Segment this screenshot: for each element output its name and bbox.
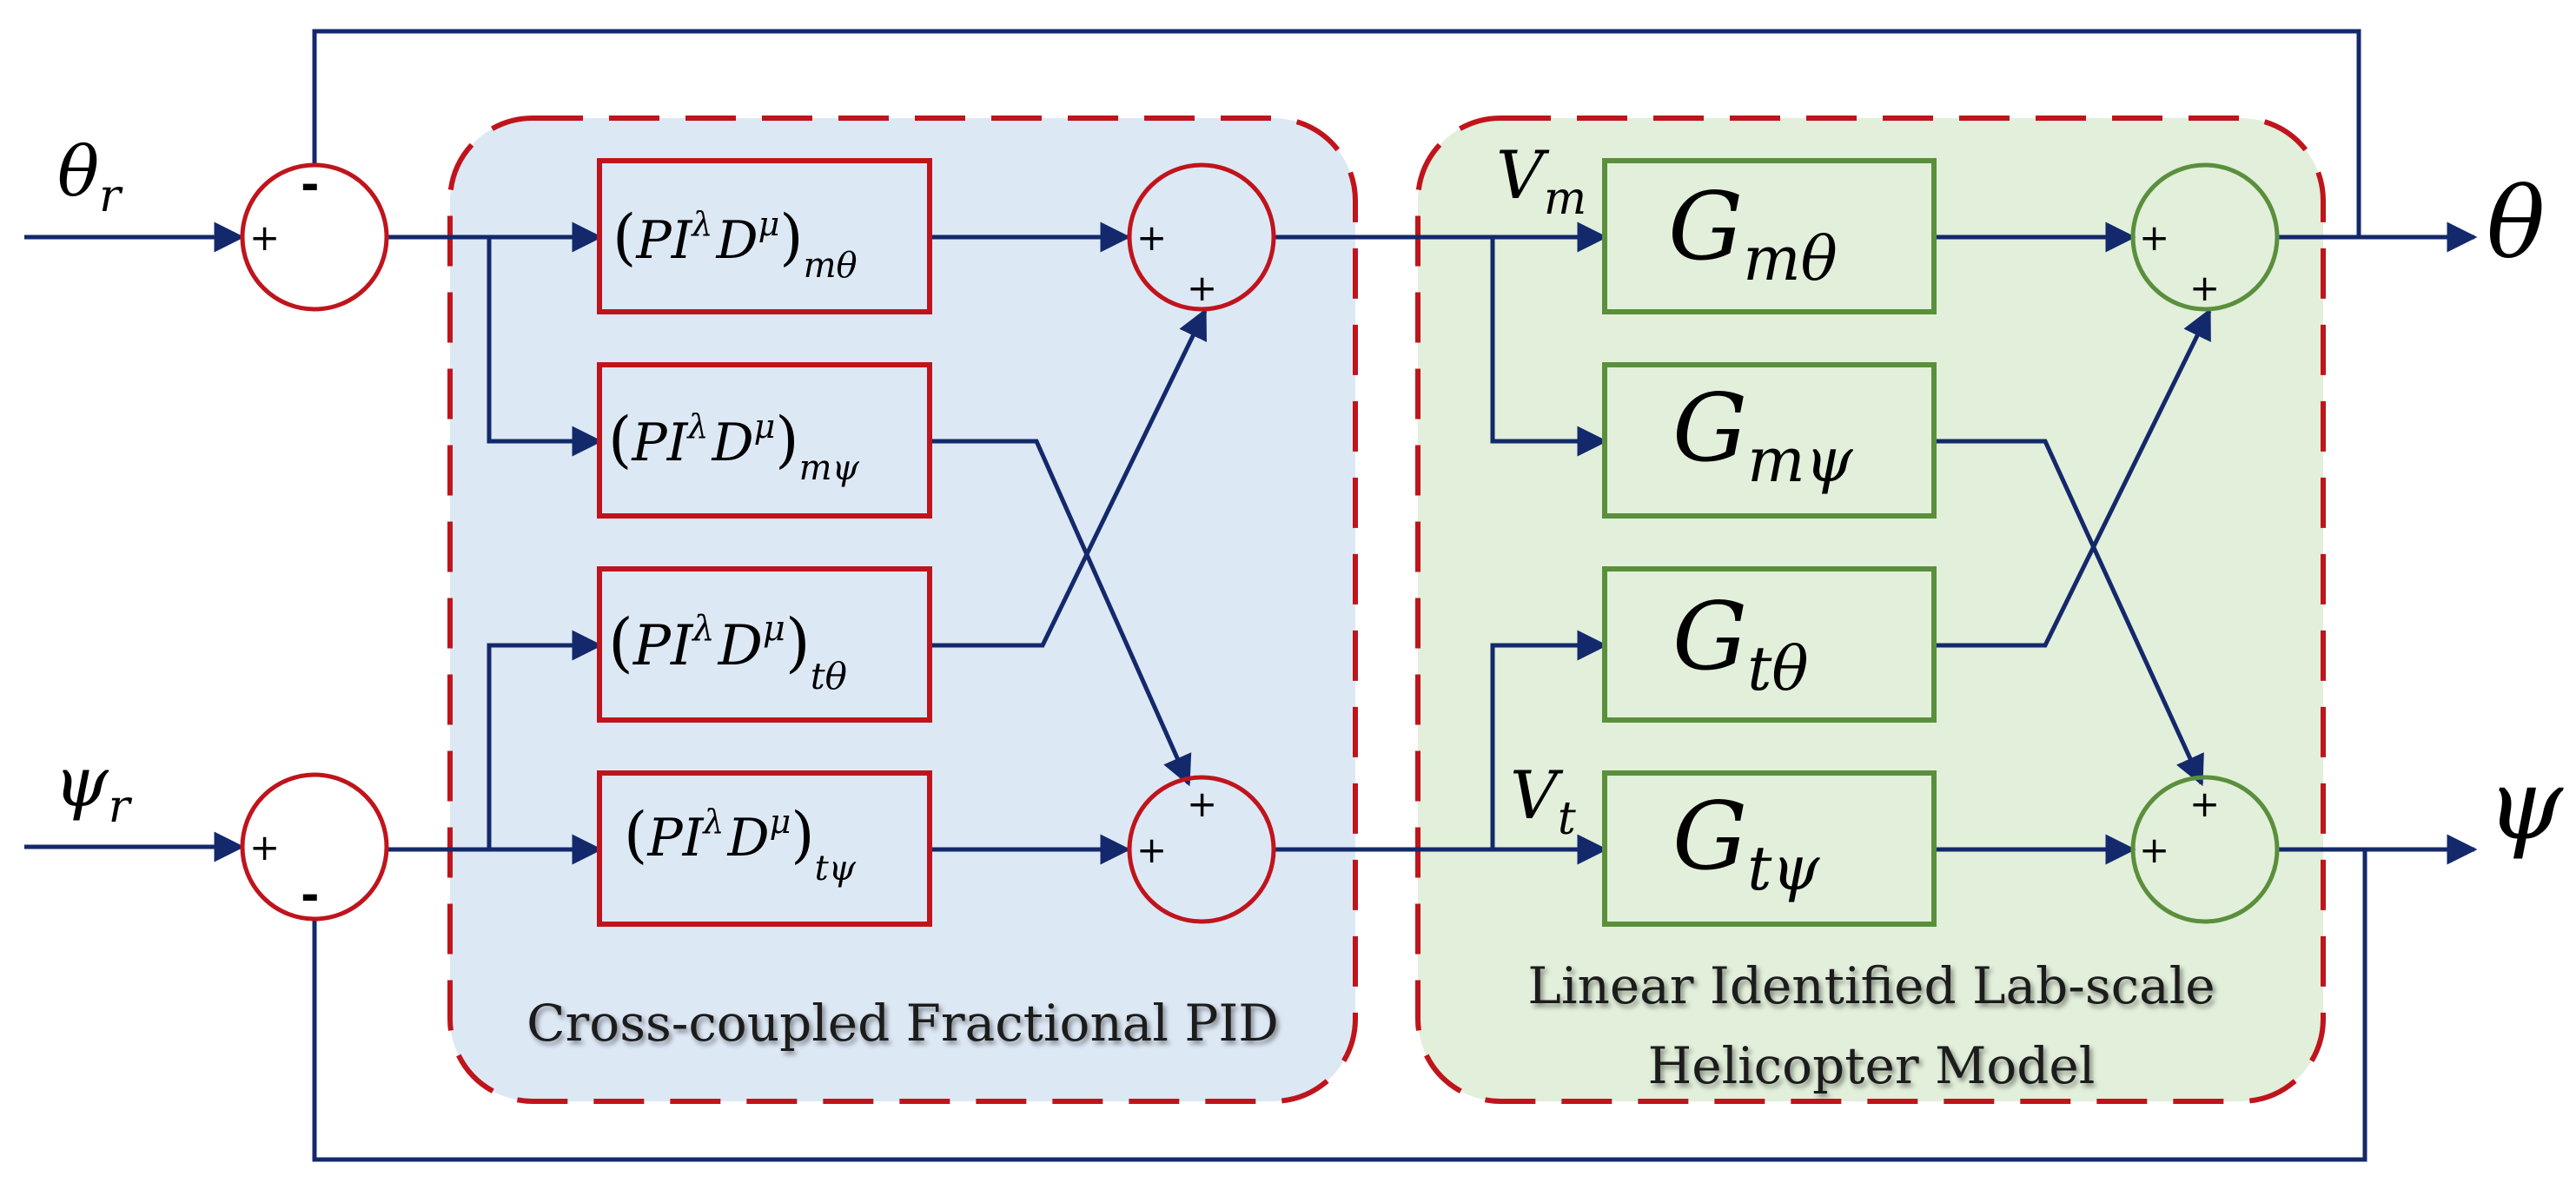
- signal-lines: [24, 29, 2478, 1162]
- sign-plus-vt-left: +: [1136, 829, 1167, 871]
- err-theta-to-pid-m-psi: [487, 237, 603, 457]
- sum-junction-psi-out: [2130, 775, 2280, 924]
- g-m-psi-to-sum: [1934, 439, 2204, 787]
- sign-plus-vm-bottom: +: [1187, 267, 1217, 309]
- theta-feedback-line: [312, 29, 2361, 237]
- sign-plus-theta-out-bottom: +: [2189, 267, 2220, 309]
- sign-minus-theta-err: -: [301, 159, 320, 211]
- pid-block-t-psi: [597, 770, 932, 927]
- g-t-theta-to-sum: [1934, 307, 2212, 648]
- sign-minus-psi-err: -: [301, 869, 320, 922]
- pid-label-t-theta: (PIλDμ)tθ: [608, 605, 847, 697]
- pid-block-m-psi: [597, 362, 932, 519]
- sign-plus-psi-out-top: +: [2189, 783, 2220, 825]
- sum-junction-vt: [1127, 775, 1276, 924]
- pid-label-t-psi: (PIλDμ)tψ: [624, 799, 857, 889]
- sign-plus-psi-out-left: +: [2139, 829, 2169, 871]
- theta-output-label: θ: [2487, 168, 2545, 281]
- vt-signal-label: Vt: [1510, 757, 1576, 845]
- pid-block-t-theta: [597, 566, 932, 723]
- plant-block-g-m-theta: [1602, 158, 1937, 314]
- plant-block-g-m-psi: [1602, 362, 1937, 519]
- psi-feedback-line: [312, 849, 2367, 1162]
- plant-caption-line2: Helicopter Model: [1648, 1036, 2096, 1095]
- plant-label-g-t-psi: Gtψ: [1672, 783, 1820, 904]
- plant-label-g-m-theta: Gmθ: [1668, 173, 1838, 294]
- sum-junction-theta-error: [240, 162, 389, 312]
- plant-block-g-t-theta: [1602, 566, 1937, 723]
- pid-t-theta-to-sum: [930, 307, 1208, 648]
- sign-plus-vm-left: +: [1136, 216, 1167, 259]
- sum-junction-vm: [1127, 162, 1276, 312]
- plant-label-g-t-theta: Gtθ: [1672, 583, 1809, 704]
- sign-plus-psi-err: +: [249, 826, 280, 869]
- err-psi-to-pid-t-theta: [487, 630, 603, 849]
- sum-junction-psi-error: [240, 772, 389, 922]
- sum-junction-theta-out: [2130, 162, 2280, 312]
- pid-label-m-theta: (PIλDμ)mθ: [613, 202, 858, 286]
- psi-ref-label: ψr: [54, 742, 133, 833]
- pid-m-psi-to-sum: [930, 439, 1192, 787]
- vt-to-g-t-theta: [1490, 630, 1608, 849]
- sign-plus-theta-err: +: [249, 216, 280, 259]
- controller-caption: Cross-coupled Fractional PID: [526, 994, 1279, 1053]
- plant-label-g-m-psi: Gmψ: [1672, 374, 1854, 496]
- vm-to-g-m-psi: [1490, 237, 1608, 457]
- psi-output-label: ψ: [2487, 749, 2564, 862]
- sign-plus-theta-out-left: +: [2139, 216, 2169, 259]
- plant-caption-line1: Linear Identified Lab-scale: [1527, 956, 2215, 1015]
- pid-block-m-theta: [597, 158, 932, 314]
- vm-signal-label: Vm: [1496, 136, 1586, 225]
- pid-label-m-psi: (PIλDμ)mψ: [608, 404, 860, 488]
- plant-block-g-t-psi: [1602, 770, 1937, 927]
- theta-ref-label: θr: [57, 131, 123, 222]
- sign-plus-vt-top: +: [1187, 783, 1217, 825]
